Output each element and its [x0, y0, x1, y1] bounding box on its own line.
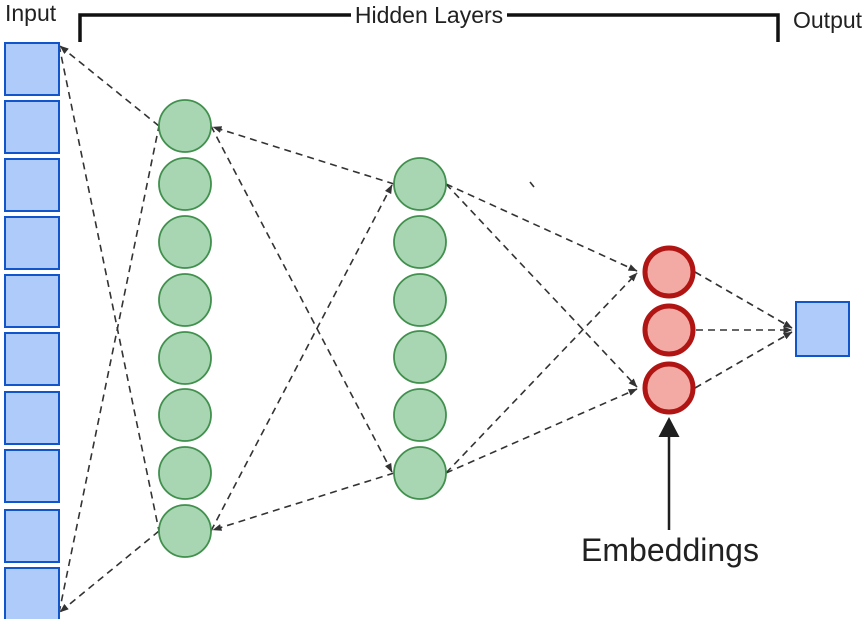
- connection-line: [210, 125, 393, 473]
- hidden-layer-2-node: [393, 388, 447, 442]
- connection-line: [58, 44, 160, 532]
- input-node: [4, 274, 60, 328]
- output-node: [795, 301, 850, 357]
- hidden-layers-label: Hidden Layers: [355, 2, 503, 28]
- hidden-layer-1-node: [158, 446, 212, 500]
- input-node: [4, 216, 60, 270]
- connection-line: [445, 183, 638, 388]
- connections-layer: [58, 44, 793, 614]
- hidden-layer-1-node: [158, 99, 212, 153]
- hidden-layers-bracket: [78, 13, 780, 42]
- input-node: [4, 449, 60, 503]
- connection-line: [445, 272, 638, 474]
- embedding-node: [642, 245, 696, 299]
- connection-line: [58, 125, 160, 614]
- input-node: [4, 158, 60, 212]
- embeddings-arrow-icon: [658, 417, 680, 437]
- hidden-layer-2-node: [393, 446, 447, 500]
- stray-mark: [529, 181, 535, 188]
- connection-line: [694, 271, 793, 329]
- connection-line: [694, 331, 793, 389]
- input-node: [4, 391, 60, 445]
- output-label: Output: [793, 7, 863, 33]
- hidden-layer-1-node: [158, 215, 212, 269]
- connection-line: [212, 126, 395, 185]
- input-node: [4, 332, 60, 386]
- input-node: [4, 100, 60, 154]
- annotation-layer: Input Hidden Layers Output Embeddings: [5, 0, 863, 568]
- connection-line: [59, 530, 160, 613]
- nodes-layer: [4, 42, 850, 619]
- hidden-layer-1-node: [158, 273, 212, 327]
- connection-line: [445, 183, 638, 272]
- connection-line: [59, 45, 160, 127]
- input-node: [4, 509, 60, 563]
- input-label: Input: [5, 0, 57, 26]
- embeddings-label: Embeddings: [581, 532, 759, 568]
- connection-line: [445, 388, 638, 474]
- embedding-node: [642, 303, 696, 357]
- hidden-layer-1-node: [158, 331, 212, 385]
- hidden-layer-2-node: [393, 273, 447, 327]
- connection-line: [212, 472, 395, 531]
- hidden-layer-2-node: [393, 157, 447, 211]
- hidden-layer-2-node: [393, 215, 447, 269]
- input-node: [4, 567, 60, 619]
- embedding-node: [642, 361, 696, 415]
- hidden-layer-1-node: [158, 388, 212, 442]
- hidden-layer-2-node: [393, 330, 447, 384]
- hidden-layer-1-node: [158, 157, 212, 211]
- input-node: [4, 42, 60, 96]
- hidden-layer-1-node: [158, 504, 212, 558]
- connection-line: [210, 184, 393, 532]
